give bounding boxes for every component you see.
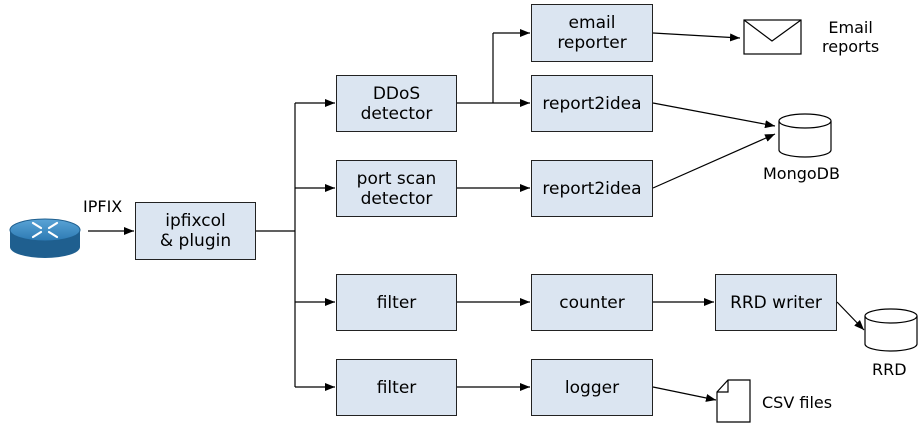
edge-report2-mongodb [652, 133, 776, 189]
email-reports-label: Email reports [822, 18, 880, 56]
ipfixcol-box: ipfixcol & plugin [135, 202, 256, 260]
envelope-icon [743, 19, 802, 55]
mongodb-label: MongoDB [763, 164, 840, 183]
logger-box: logger [531, 359, 653, 416]
csv-files-label: CSV files [762, 393, 833, 412]
ipfix-label: IPFIX [83, 197, 123, 216]
report2idea-box-2: report2idea [531, 160, 653, 217]
router-icon [9, 218, 81, 258]
email-reporter-box: email reporter [531, 4, 653, 62]
rrd-label: RRD [872, 360, 907, 379]
edge-report1-mongodb [652, 102, 776, 129]
edge-logger-csv [652, 386, 717, 402]
filter-box-1: filter [336, 274, 457, 331]
edge-rrdwriter-rrd [836, 301, 865, 331]
edge-email-envelope [652, 32, 741, 42]
port-scan-detector-box: port scan detector [336, 160, 457, 217]
document-icon [716, 379, 751, 423]
ddos-detector-box: DDoS detector [336, 75, 457, 132]
filter-box-2: filter [336, 359, 457, 416]
database-icon [778, 113, 832, 158]
rrd-writer-box: RRD writer [715, 274, 837, 331]
database-icon [864, 308, 918, 352]
counter-box: counter [531, 274, 653, 331]
report2idea-box-1: report2idea [531, 75, 653, 132]
connectors [88, 29, 865, 402]
